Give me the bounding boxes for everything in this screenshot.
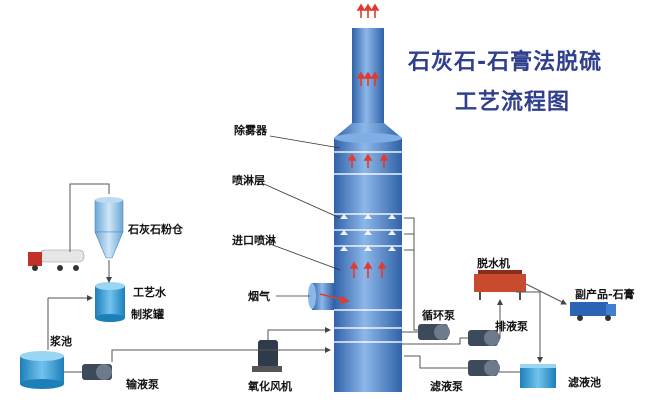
label-limestone-silo: 石灰石粉仓 bbox=[128, 223, 183, 236]
label-transfer-pump: 输液泵 bbox=[126, 378, 159, 391]
tanker-truck-icon bbox=[28, 249, 85, 271]
flue-gas-inlet-duct bbox=[312, 283, 334, 310]
label-process-water: 工艺水 bbox=[133, 286, 166, 299]
filtrate-pool-tank bbox=[520, 368, 556, 388]
truck-icon bbox=[570, 302, 616, 321]
label-spray-layer: 喷淋层 bbox=[232, 174, 265, 187]
label-discharge-pump: 排液泵 bbox=[495, 320, 528, 333]
label-slurry-tank: 制浆罐 bbox=[131, 308, 164, 321]
limestone-silo-cone bbox=[94, 231, 124, 259]
label-byproduct: 副产品-石膏 bbox=[575, 288, 635, 301]
label-circulation-pump: 循环泵 bbox=[422, 309, 455, 322]
limestone-silo bbox=[94, 199, 124, 233]
label-demister: 除雾器 bbox=[234, 124, 267, 137]
slurry-prep-tank bbox=[95, 286, 125, 318]
label-inlet-spray: 进口喷淋 bbox=[232, 234, 276, 247]
label-filtrate-pool: 滤液池 bbox=[568, 376, 601, 389]
transfer-pump-icon bbox=[82, 364, 112, 380]
label-oxidation-fan: 氧化风机 bbox=[248, 380, 292, 393]
discharge-pump-icon bbox=[468, 330, 500, 346]
dewatering-machine-icon bbox=[474, 270, 526, 300]
circulation-pump-icon bbox=[418, 324, 450, 340]
label-filtrate-pump: 滤液泵 bbox=[430, 380, 463, 393]
diagram-title-line2: 工艺流程图 bbox=[455, 90, 571, 115]
label-dewatering-machine: 脱水机 bbox=[477, 257, 510, 270]
diagram-title-line1: 石灰石-石膏法脱硫 bbox=[408, 50, 603, 75]
oxidation-fan-icon bbox=[252, 340, 282, 372]
tower-body-top bbox=[334, 133, 402, 143]
label-slurry-pool: 浆池 bbox=[50, 335, 72, 348]
tower-sump bbox=[334, 300, 402, 392]
filtrate-pump-icon bbox=[468, 360, 500, 376]
label-flue-gas: 烟气 bbox=[248, 290, 270, 303]
